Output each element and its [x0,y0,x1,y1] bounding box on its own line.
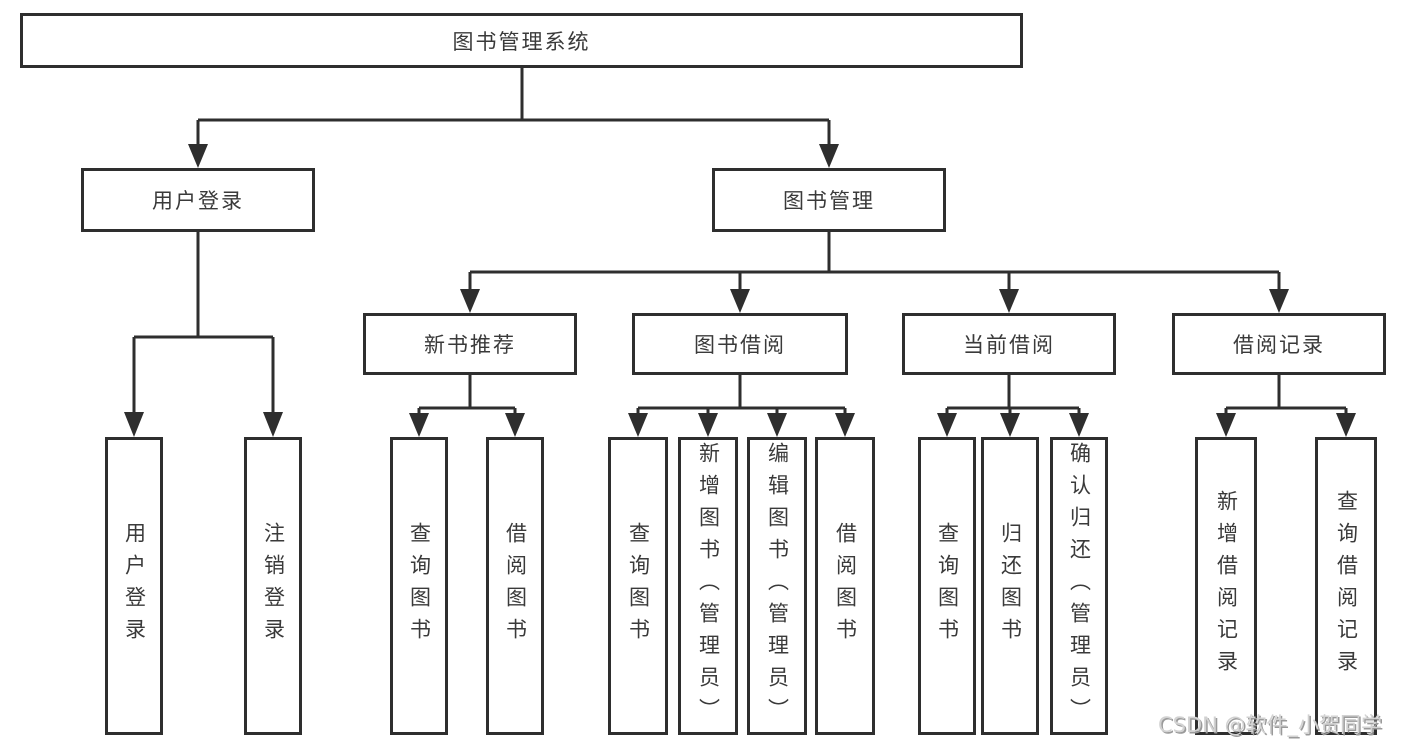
node-borrow-records: 借阅记录 [1172,313,1386,375]
leaf-edit-books-admin: 编辑图书（管理员） [747,437,807,735]
node-root: 图书管理系统 [20,13,1023,68]
wire-root-to-level2 [196,68,831,146]
leaf-add-books-admin-label: 新增图书（管理员） [696,442,721,730]
leaf-add-borrow-record-label: 新增借阅记录 [1214,490,1239,682]
csdn-watermark: CSDN @软件_小贺同学 [1158,713,1383,737]
leaf-borrow-books-label: 借阅图书 [833,522,858,650]
leaf-logout-label: 注销登录 [261,522,286,650]
wire-login-to-leaves [132,232,275,415]
leaf-current-query-books: 查询图书 [918,437,976,735]
wire-mgmt-to-level3 [468,232,1281,291]
node-current-borrow-label: 当前借阅 [963,333,1055,357]
node-root-label: 图书管理系统 [452,29,591,54]
leaf-confirm-return-admin: 确认归还（管理员） [1050,437,1108,735]
leaf-return-books-label: 归还图书 [998,522,1023,650]
node-book-borrow: 图书借阅 [632,313,848,375]
leaf-borrow-books: 借阅图书 [815,437,875,735]
leaf-query-borrow-record: 查询借阅记录 [1315,437,1377,735]
wire-borrow-to-leaves [636,375,847,415]
leaf-query-borrow-record-label: 查询借阅记录 [1334,490,1359,682]
leaf-add-books-admin: 新增图书（管理员） [678,437,738,735]
leaf-user-login: 用户登录 [105,437,163,735]
wire-newbook-to-leaves [417,375,517,415]
leaf-newbook-borrow-books: 借阅图书 [486,437,544,735]
node-new-book-recommend-label: 新书推荐 [424,333,516,357]
node-current-borrow: 当前借阅 [902,313,1116,375]
leaf-confirm-return-admin-label: 确认归还（管理员） [1067,442,1092,730]
leaf-user-login-label: 用户登录 [122,522,147,650]
node-book-management-label: 图书管理 [783,189,875,213]
leaf-return-books: 归还图书 [981,437,1039,735]
node-borrow-records-label: 借阅记录 [1233,333,1325,357]
node-new-book-recommend: 新书推荐 [363,313,577,375]
node-book-management: 图书管理 [712,168,946,232]
wire-current-to-leaves [945,375,1081,415]
leaf-current-query-books-label: 查询图书 [935,522,960,650]
leaf-add-borrow-record: 新增借阅记录 [1195,437,1257,735]
leaf-newbook-borrow-books-label: 借阅图书 [503,522,528,650]
leaf-logout: 注销登录 [244,437,302,735]
leaf-newbook-query-books-label: 查询图书 [407,522,432,650]
node-user-login: 用户登录 [81,168,315,232]
leaf-edit-books-admin-label: 编辑图书（管理员） [765,442,790,730]
leaf-borrow-query-books: 查询图书 [608,437,668,735]
leaf-borrow-query-books-label: 查询图书 [626,522,651,650]
node-book-borrow-label: 图书借阅 [694,333,786,357]
arrowheads [124,144,1356,437]
leaf-newbook-query-books: 查询图书 [390,437,448,735]
wire-records-to-leaves [1224,375,1348,415]
node-user-login-label: 用户登录 [152,189,244,213]
